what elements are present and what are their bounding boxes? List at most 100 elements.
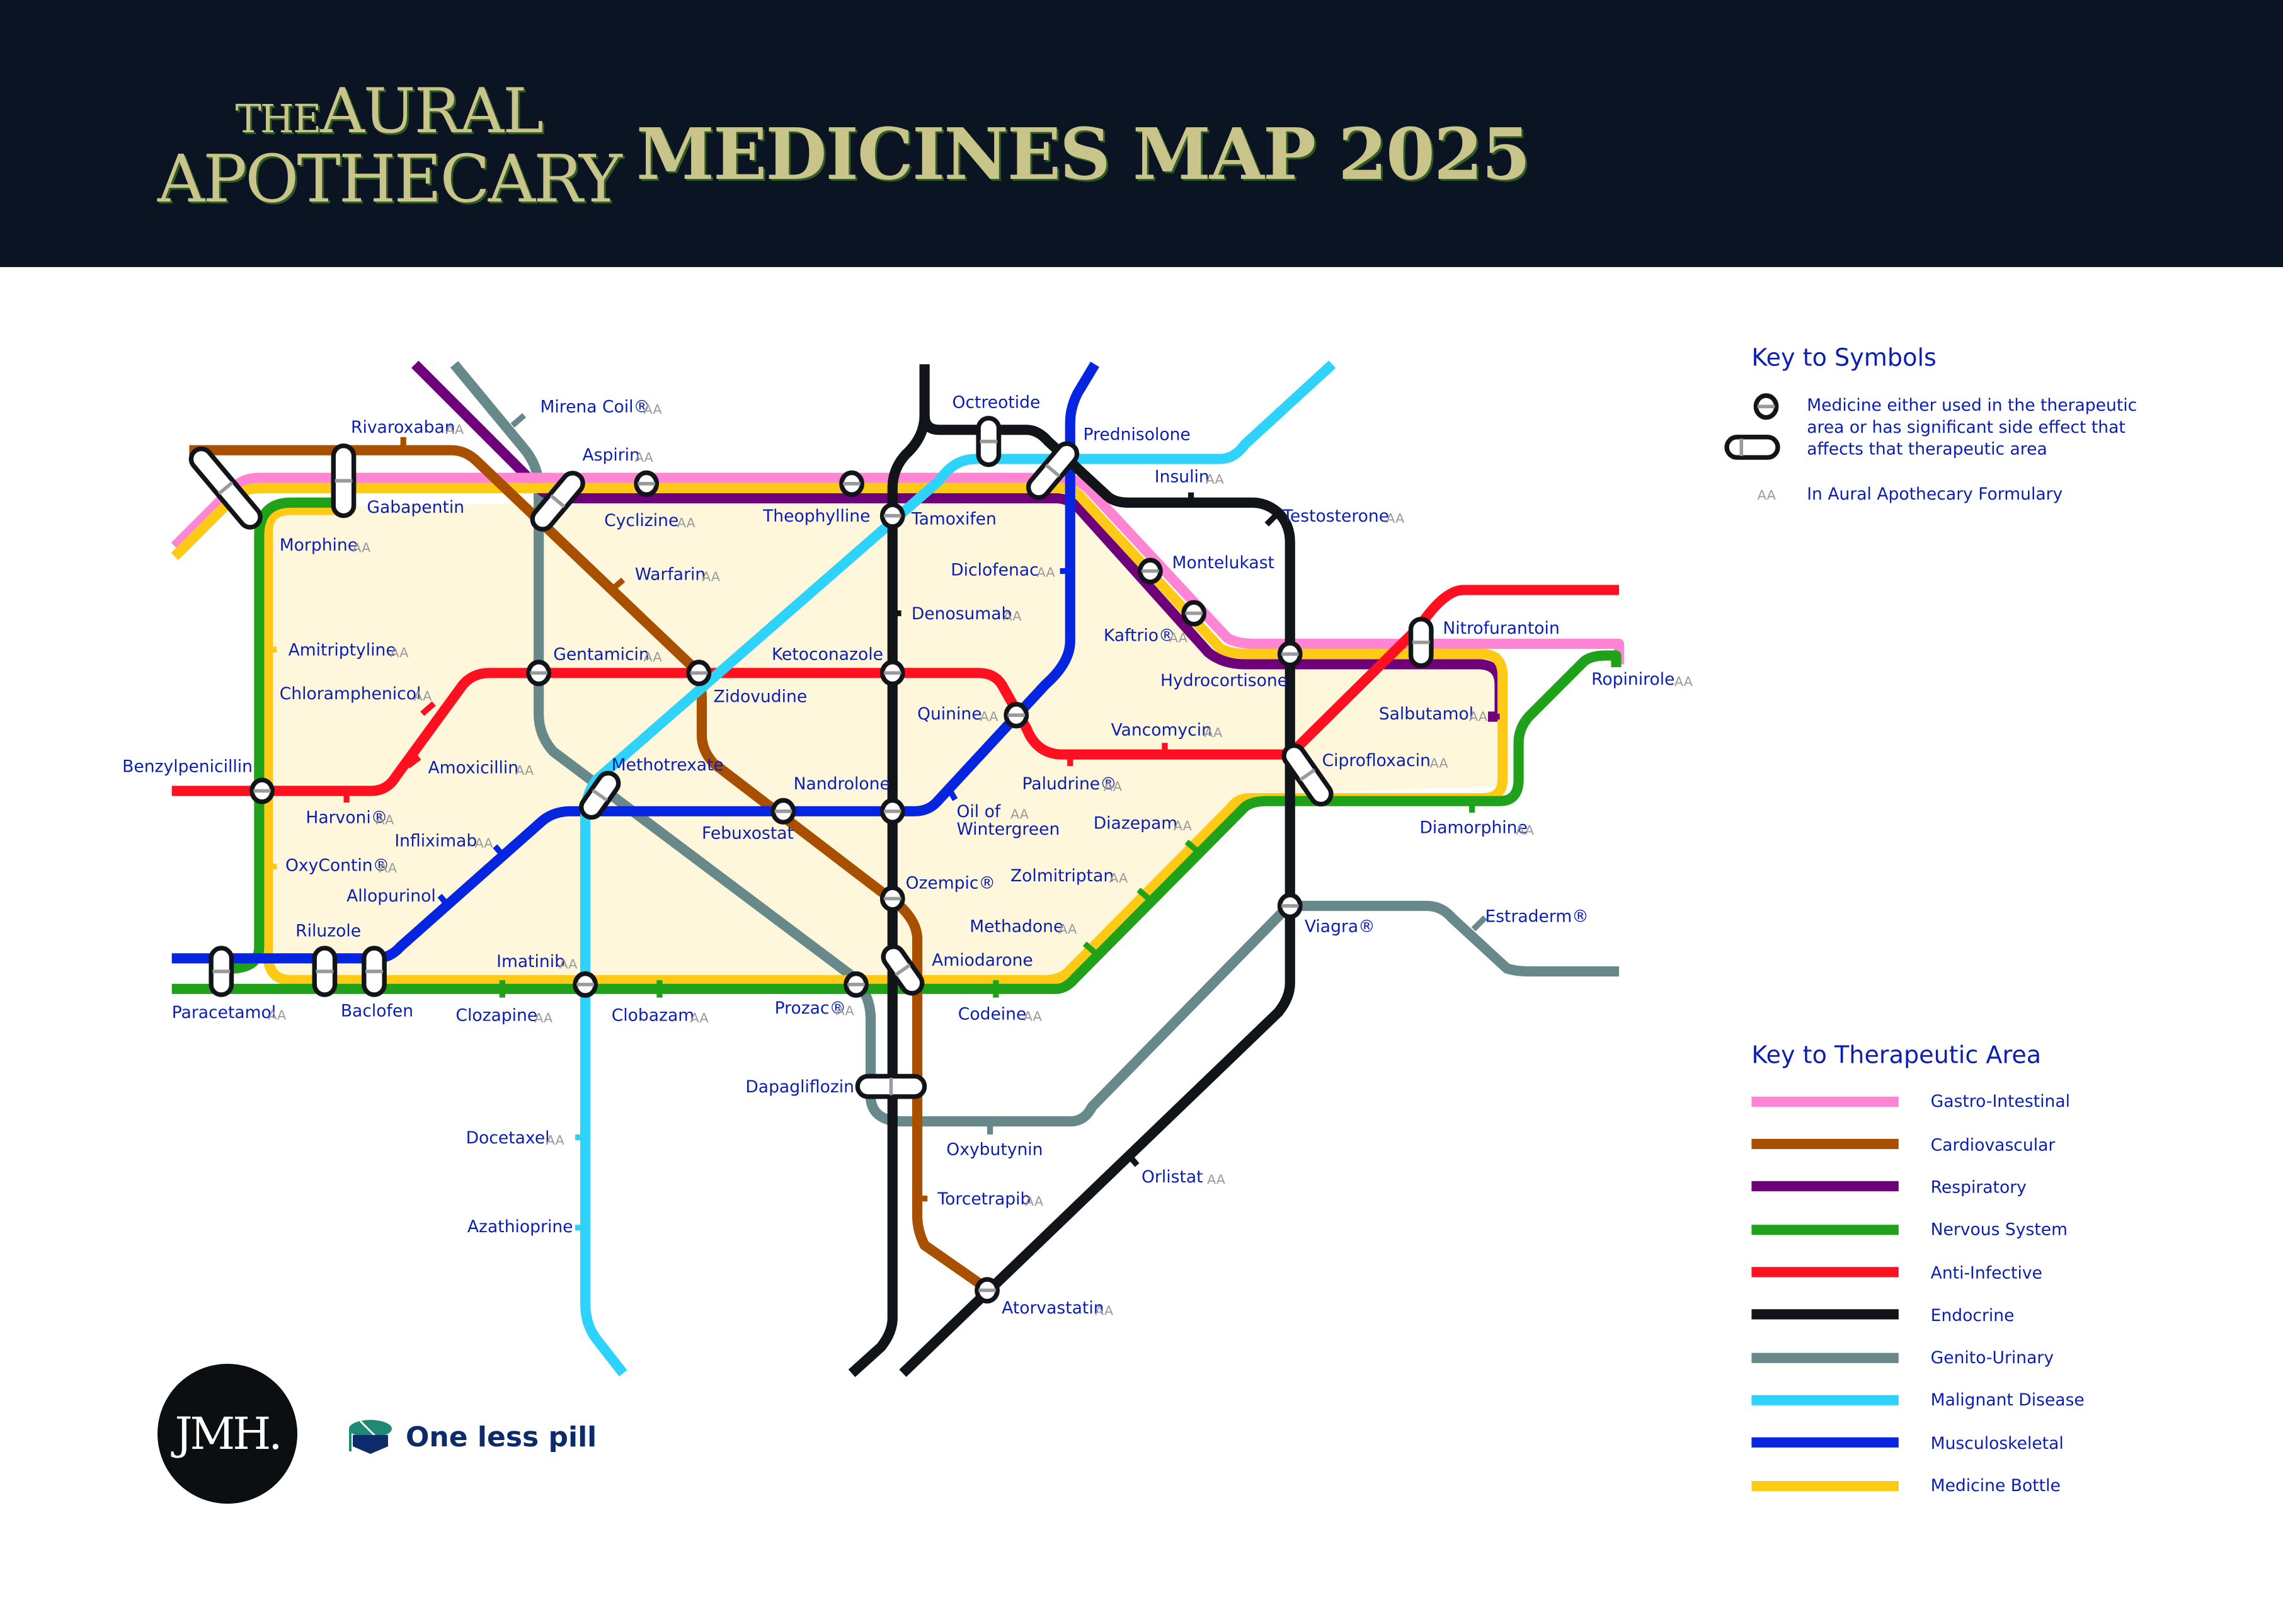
key-endo-label: Endocrine bbox=[1931, 1306, 2015, 1325]
label-ketoconazole: Ketoconazole bbox=[772, 644, 883, 664]
station-aspirin[interactable] bbox=[529, 469, 587, 533]
svg-text:AA: AA bbox=[1024, 1009, 1043, 1024]
graduation-cap-pill-icon bbox=[349, 1420, 392, 1454]
svg-text:AA: AA bbox=[1430, 756, 1449, 771]
label-ozempic: Ozempic® bbox=[906, 873, 995, 893]
label-aspirin: Aspirin bbox=[582, 445, 639, 465]
header-banner: THEAURAL APOTHECARY MEDICINES MAP 2025 bbox=[0, 0, 2283, 267]
station-ozempic[interactable] bbox=[879, 885, 905, 912]
station-hydrocortisone[interactable] bbox=[1277, 641, 1303, 668]
svg-text:AA: AA bbox=[352, 540, 371, 555]
station-febuxostat[interactable] bbox=[770, 798, 796, 825]
svg-text:AA: AA bbox=[1025, 1194, 1044, 1209]
key-resp-label: Respiratory bbox=[1931, 1177, 2027, 1197]
label-orlistat: Orlistat bbox=[1142, 1167, 1203, 1187]
station-theophylline[interactable] bbox=[839, 470, 864, 497]
svg-text:AA: AA bbox=[1058, 922, 1077, 937]
station-gabapentin[interactable] bbox=[331, 443, 357, 518]
label-methotrexate: Methotrexate bbox=[612, 755, 724, 775]
label-chloramphenicol: Chloramphenicol bbox=[280, 684, 421, 704]
label-gentamicin: Gentamicin bbox=[553, 644, 649, 664]
svg-text:AA: AA bbox=[1010, 806, 1029, 821]
label-theophylline: Theophylline bbox=[762, 506, 870, 526]
line-nervous-system bbox=[171, 497, 1622, 994]
svg-text:AA: AA bbox=[690, 1010, 709, 1026]
svg-text:AA: AA bbox=[1204, 725, 1223, 740]
key-bottle-label: Medicine Bottle bbox=[1931, 1476, 2061, 1495]
svg-text:AA: AA bbox=[677, 515, 696, 530]
station-octreotide[interactable] bbox=[976, 416, 1002, 467]
swatch-nervous bbox=[1751, 1225, 1899, 1235]
label-ciprofloxacin: Ciprofloxacin bbox=[1322, 751, 1431, 770]
label-baclofen: Baclofen bbox=[341, 1002, 413, 1021]
label-paracetamol: Paracetamol bbox=[172, 1003, 276, 1022]
one-less-pill-logo: One less pill bbox=[346, 1419, 597, 1455]
swatch-resp bbox=[1751, 1181, 1899, 1192]
station-quinine[interactable] bbox=[1004, 702, 1029, 729]
svg-text:AA: AA bbox=[390, 645, 409, 660]
station-riluzole[interactable] bbox=[312, 946, 338, 997]
label-testosterone: Testosterone bbox=[1282, 506, 1389, 526]
station-kaftrio[interactable] bbox=[1181, 600, 1207, 627]
label-torcetrapib: Torcetrapib bbox=[937, 1189, 1031, 1209]
label-quinine: Quinine bbox=[917, 704, 982, 724]
station-zidovudine[interactable] bbox=[686, 660, 712, 687]
key-to-therapeutic-area: Key to Therapeutic Area Gastro-Intestina… bbox=[1751, 1041, 2085, 1495]
svg-text:AA: AA bbox=[1003, 609, 1022, 624]
station-gentamicin[interactable] bbox=[526, 660, 552, 687]
station-prozac[interactable] bbox=[844, 971, 869, 998]
station-baclofen[interactable] bbox=[362, 946, 387, 997]
station-atorvastatin[interactable] bbox=[975, 1277, 1000, 1304]
station-ketoconazole[interactable] bbox=[879, 660, 905, 687]
label-salbutamol: Salbutamol bbox=[1379, 704, 1473, 724]
station-montelukast[interactable] bbox=[1137, 558, 1163, 585]
station-viagra[interactable] bbox=[1277, 893, 1303, 920]
station-morphine[interactable] bbox=[187, 445, 265, 532]
station-ciprofloxacin[interactable] bbox=[1280, 741, 1335, 808]
label-prozac: Prozac® bbox=[775, 998, 847, 1018]
key-gastro-label: Gastro-Intestinal bbox=[1931, 1092, 2070, 1111]
label-docetaxel: Docetaxel bbox=[466, 1128, 550, 1148]
label-ropinirole: Ropinirole bbox=[1591, 670, 1674, 689]
label-nitrofurantoin: Nitrofurantoin bbox=[1443, 619, 1559, 638]
one-less-pill-text: One less pill bbox=[406, 1421, 597, 1453]
label-diazepam: Diazepam bbox=[1094, 814, 1177, 833]
svg-text:AA: AA bbox=[474, 836, 493, 851]
key-station-desc-3: affects that therapeutic area bbox=[1807, 440, 2047, 459]
station-paracetamol[interactable] bbox=[209, 946, 234, 997]
label-paludrine: Paludrine® bbox=[1022, 774, 1116, 794]
station-nandrolone[interactable] bbox=[879, 798, 905, 825]
interior-fill bbox=[268, 495, 1500, 979]
label-oil-of: Oil of bbox=[956, 802, 1000, 821]
label-codeine: Codeine bbox=[958, 1004, 1027, 1024]
station-methotrexate[interactable] bbox=[577, 769, 622, 821]
label-vancomycin: Vancomycin bbox=[1111, 721, 1212, 740]
station-amiodarone[interactable] bbox=[879, 942, 926, 997]
label-amitriptyline: Amitriptyline bbox=[289, 641, 396, 660]
station-markers bbox=[249, 470, 1303, 1304]
key-musculo-label: Musculoskeletal bbox=[1931, 1434, 2064, 1453]
svg-text:AA: AA bbox=[1386, 511, 1405, 526]
svg-text:AA: AA bbox=[1674, 674, 1693, 689]
svg-text:AA: AA bbox=[644, 649, 663, 665]
label-viagra: Viagra® bbox=[1305, 917, 1375, 937]
swatch-malig bbox=[1751, 1395, 1899, 1405]
station-imatinib[interactable] bbox=[573, 971, 598, 998]
page-title: MEDICINES MAP 2025 bbox=[636, 113, 1531, 196]
label-atorvastatin: Atorvastatin bbox=[1002, 1298, 1104, 1318]
label-diclofenac: Diclofenac bbox=[951, 560, 1038, 580]
key-symbols-heading: Key to Symbols bbox=[1751, 344, 1937, 372]
station-dapagliflozin[interactable] bbox=[855, 1073, 927, 1099]
station-nitrofurantoin[interactable] bbox=[1408, 617, 1434, 668]
station-cyclizine[interactable] bbox=[634, 470, 660, 497]
svg-text:AA: AA bbox=[702, 569, 721, 585]
station-prednisolone[interactable] bbox=[1024, 440, 1081, 502]
label-oxycontin: OxyContin® bbox=[285, 856, 389, 876]
station-tamoxifen[interactable] bbox=[879, 502, 905, 529]
station-benzylpenicillin[interactable] bbox=[249, 777, 275, 804]
label-benzylpenicillin: Benzylpenicillin bbox=[122, 757, 253, 776]
label-morphine: Morphine bbox=[280, 535, 358, 555]
label-nandrolone: Nandrolone bbox=[794, 774, 890, 794]
label-clozapine: Clozapine bbox=[455, 1006, 537, 1026]
